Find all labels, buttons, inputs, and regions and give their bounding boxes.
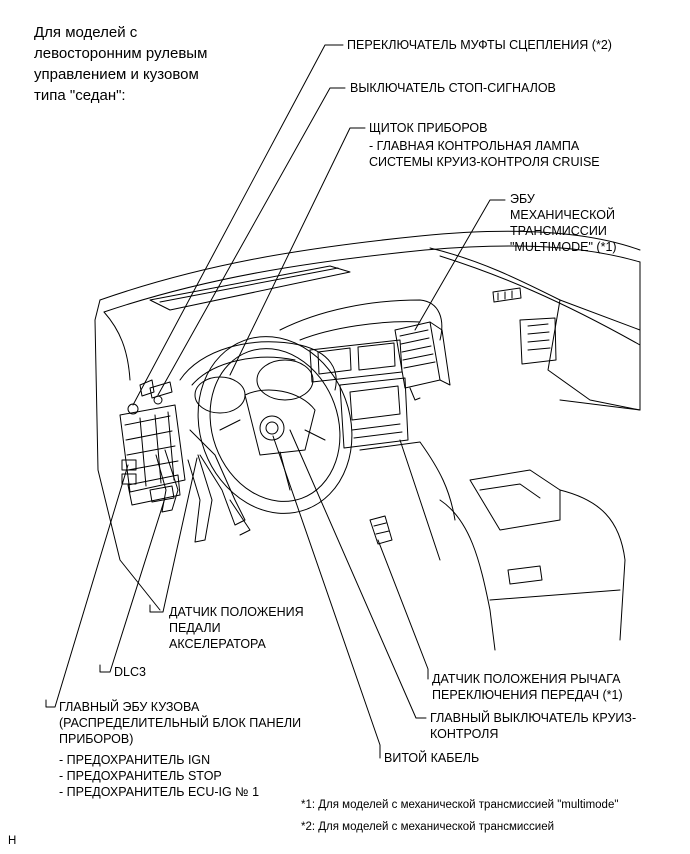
label-stop-switch: ВЫКЛЮЧАТЕЛЬ СТОП-СИГНАЛОВ [350, 81, 556, 95]
shift-sensor-shape [369, 515, 393, 545]
label-body-ecu-1: ГЛАВНЫЙ ЭБУ КУЗОВА [59, 700, 200, 714]
label-cruise-switch-2: КОНТРОЛЯ [430, 727, 499, 741]
label-body-ecu-3: ПРИБОРОВ) [59, 732, 134, 746]
label-shift-sensor-2: ПЕРЕКЛЮЧЕНИЯ ПЕРЕДАЧ (*1) [432, 688, 623, 702]
intro-line-3: управлением и кузовом [34, 66, 199, 83]
label-transmission-ecu-4: "MULTIMODE" (*1) [510, 240, 617, 254]
footnote-2: *2: Для моделей с механической трансмисс… [301, 821, 555, 833]
footnote-1: *1: Для моделей с механической трансмисс… [301, 799, 619, 811]
label-accel-sensor-3: АКСЕЛЕРАТОРА [169, 637, 266, 651]
corner-mark: H [8, 835, 17, 847]
label-spiral-cable: ВИТОЙ КАБЕЛЬ [384, 751, 480, 765]
intro-line-2: левосторонним рулевым [34, 45, 208, 62]
label-accel-sensor-2: ПЕДАЛИ [169, 621, 221, 635]
label-dlc3: DLC3 [114, 665, 146, 679]
junction-block [119, 404, 186, 506]
label-transmission-ecu-1: ЭБУ [510, 192, 535, 206]
label-shift-sensor-1: ДАТЧИК ПОЛОЖЕНИЯ РЫЧАГА [432, 672, 621, 686]
intro-line-4: типа "седан": [34, 87, 126, 104]
label-cruise-switch-1: ГЛАВНЫЙ ВЫКЛЮЧАТЕЛЬ КРУИЗ- [430, 711, 637, 725]
label-fuse-ecu-ig: - ПРЕДОХРАНИТЕЛЬ ECU-IG № 1 [59, 785, 260, 799]
label-combo-meter: ЩИТОК ПРИБОРОВ [369, 121, 488, 135]
label-combo-meter-sub-1: - ГЛАВНАЯ КОНТРОЛЬНАЯ ЛАМПА [369, 139, 580, 153]
pedal-switches [127, 379, 173, 415]
label-transmission-ecu-2: МЕХАНИЧЕСКОЙ [510, 208, 615, 222]
label-fuse-ign: - ПРЕДОХРАНИТЕЛЬ IGN [59, 753, 211, 767]
center-console [309, 339, 641, 651]
label-combo-meter-sub-2: СИСТЕМЫ КРУИЗ-КОНТРОЛЯ CRUISE [369, 155, 600, 169]
label-clutch-switch: ПЕРЕКЛЮЧАТЕЛЬ МУФТЫ СЦЕПЛЕНИЯ (*2) [347, 38, 612, 52]
steering-wheel [197, 336, 353, 514]
intro-line-1: Для моделей с [34, 24, 138, 41]
label-accel-sensor-1: ДАТЧИК ПОЛОЖЕНИЯ [169, 605, 304, 619]
leader-lines [45, 44, 506, 759]
meter-cluster [179, 341, 337, 414]
label-fuse-stop: - ПРЕДОХРАНИТЕЛЬ STOP [59, 769, 222, 783]
label-transmission-ecu-3: ТРАНСМИССИИ [510, 224, 607, 238]
dash-outline [94, 230, 641, 611]
label-body-ecu-2: (РАСПРЕДЕЛИТЕЛЬНЫЙ БЛОК ПАНЕЛИ [59, 716, 302, 730]
